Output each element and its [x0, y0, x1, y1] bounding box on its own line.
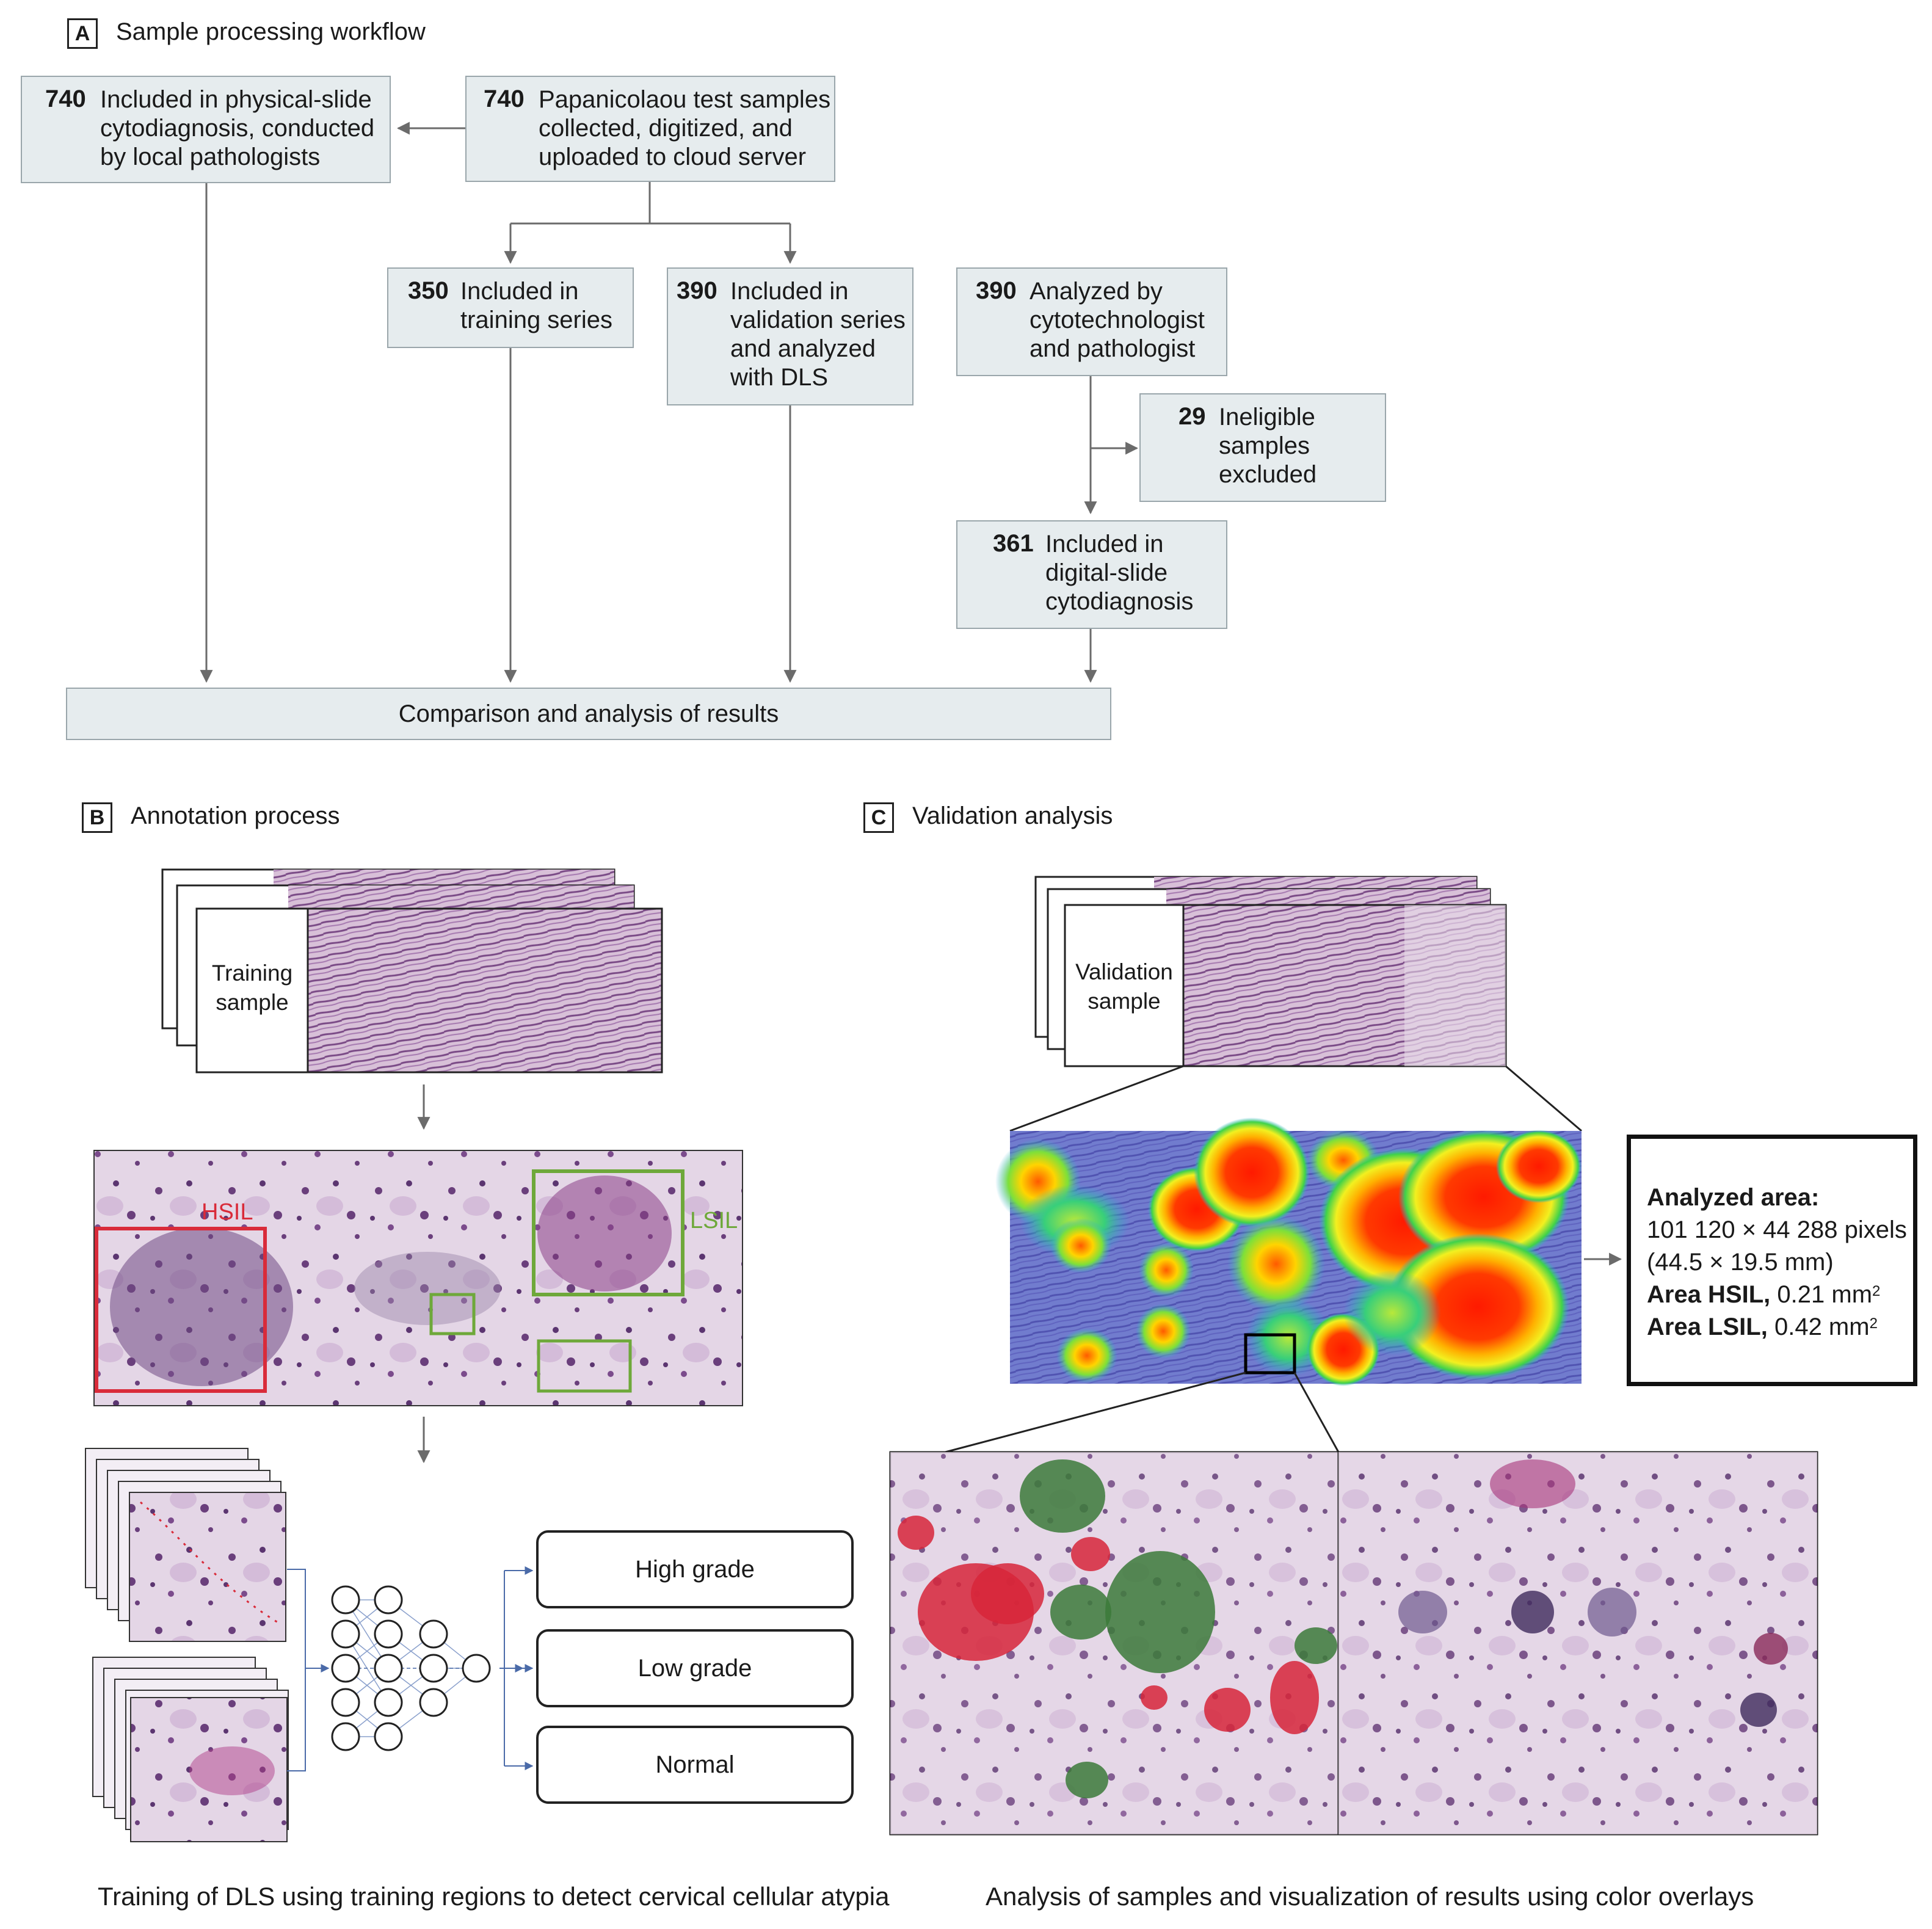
box-digital-slide: 361 Included in digital-slide cytodiagno… [956, 520, 1227, 629]
area-hsil-label: Area HSIL, [1647, 1281, 1771, 1308]
heatmap [995, 1117, 1582, 1386]
box-number: 390 [976, 277, 1017, 304]
zoom-lines-lower [945, 1371, 1340, 1453]
box-text: Papanicolaou test samples collected, dig… [539, 86, 831, 170]
box-text: Included in training series [460, 278, 613, 333]
analysis-result-box: Analyzed area: 101 120 × 44 288 pixels (… [1627, 1135, 1917, 1386]
hsil-label: HSIL [202, 1199, 253, 1225]
box-number: 390 [677, 277, 717, 304]
box-training-series: 350 Included in training series [387, 267, 634, 348]
panel-c-letter: C [863, 802, 894, 833]
box-ineligible: 29 Ineligible samples excluded [1139, 393, 1386, 502]
box-analyzed: 390 Analyzed by cytotechnologist and pat… [956, 267, 1227, 376]
box-text: Included in digital-slide cytodiagnosis [1045, 531, 1194, 615]
box-text: Included in physical-slide cytodiagnosis… [100, 86, 375, 170]
workflow-connectors [200, 122, 1139, 683]
box-number: 350 [408, 277, 449, 304]
panel-a-letter: A [67, 18, 98, 49]
class-low-grade: Low grade [536, 1629, 854, 1707]
analyzed-mm: (44.5 × 19.5 mm) [1647, 1249, 1834, 1276]
lsil-box-small [429, 1293, 476, 1335]
panel-b-caption: Training of DLS using training regions t… [98, 1882, 890, 1911]
box-validation-series: 390 Included in validation series and an… [667, 267, 913, 405]
class-normal: Normal [536, 1726, 854, 1804]
box-text: Ineligible samples excluded [1219, 404, 1317, 488]
box-samples-collected: 740 Papanicolaou test samples collected,… [465, 76, 835, 182]
annotated-slide [93, 1150, 743, 1406]
lsil-label: LSIL [690, 1208, 738, 1233]
analyzed-pixels: 101 120 × 44 288 pixels [1647, 1216, 1907, 1243]
box-text: Included in validation series and analyz… [730, 278, 906, 391]
box-comparison: Comparison and analysis of results [66, 688, 1111, 740]
box-physical-slide: 740 Included in physical-slide cytodiagn… [21, 76, 391, 183]
validation-sample-stack [1034, 876, 1507, 1067]
box-text: Analyzed by cytotechnologist and patholo… [1030, 278, 1205, 362]
box-number: 361 [993, 530, 1034, 557]
area-lsil-label: Area LSIL, [1647, 1313, 1768, 1340]
class-high-grade: High grade [536, 1530, 854, 1608]
panel-a-title: Sample processing workflow [116, 18, 426, 45]
area-hsil-value: 0.21 mm [1777, 1281, 1873, 1308]
training-sample-stack [161, 868, 663, 1073]
lsil-box-large [532, 1169, 685, 1296]
area-lsil-sup: 2 [1869, 1315, 1878, 1332]
analyzed-area-label: Analyzed area: [1647, 1184, 1820, 1211]
overlay-image [889, 1451, 1340, 1836]
zoom-lines-upper [1009, 1065, 1582, 1132]
validation-sample-label: Validation sample [1075, 959, 1173, 1014]
lsil-patch-stack [92, 1657, 289, 1842]
panel-c-caption: Analysis of samples and visualization of… [986, 1882, 1754, 1911]
lsil-box-bottom [537, 1339, 632, 1393]
hsil-patch-stack [85, 1448, 286, 1642]
area-hsil-sup: 2 [1872, 1283, 1881, 1299]
box-number: 740 [484, 85, 525, 112]
panel-b-letter: B [82, 802, 112, 833]
panel-c-title: Validation analysis [912, 802, 1113, 829]
hsil-box [95, 1227, 267, 1393]
neural-network [287, 1566, 534, 1771]
box-number: 740 [45, 85, 86, 112]
panel-b-title: Annotation process [131, 802, 340, 829]
training-sample-label: Training sample [211, 961, 293, 1015]
box-number: 29 [1178, 403, 1206, 430]
zoom-region-marker [1244, 1333, 1296, 1375]
original-image [1337, 1451, 1818, 1836]
area-lsil-value: 0.42 mm [1774, 1313, 1870, 1340]
comparison-text: Comparison and analysis of results [398, 700, 779, 727]
